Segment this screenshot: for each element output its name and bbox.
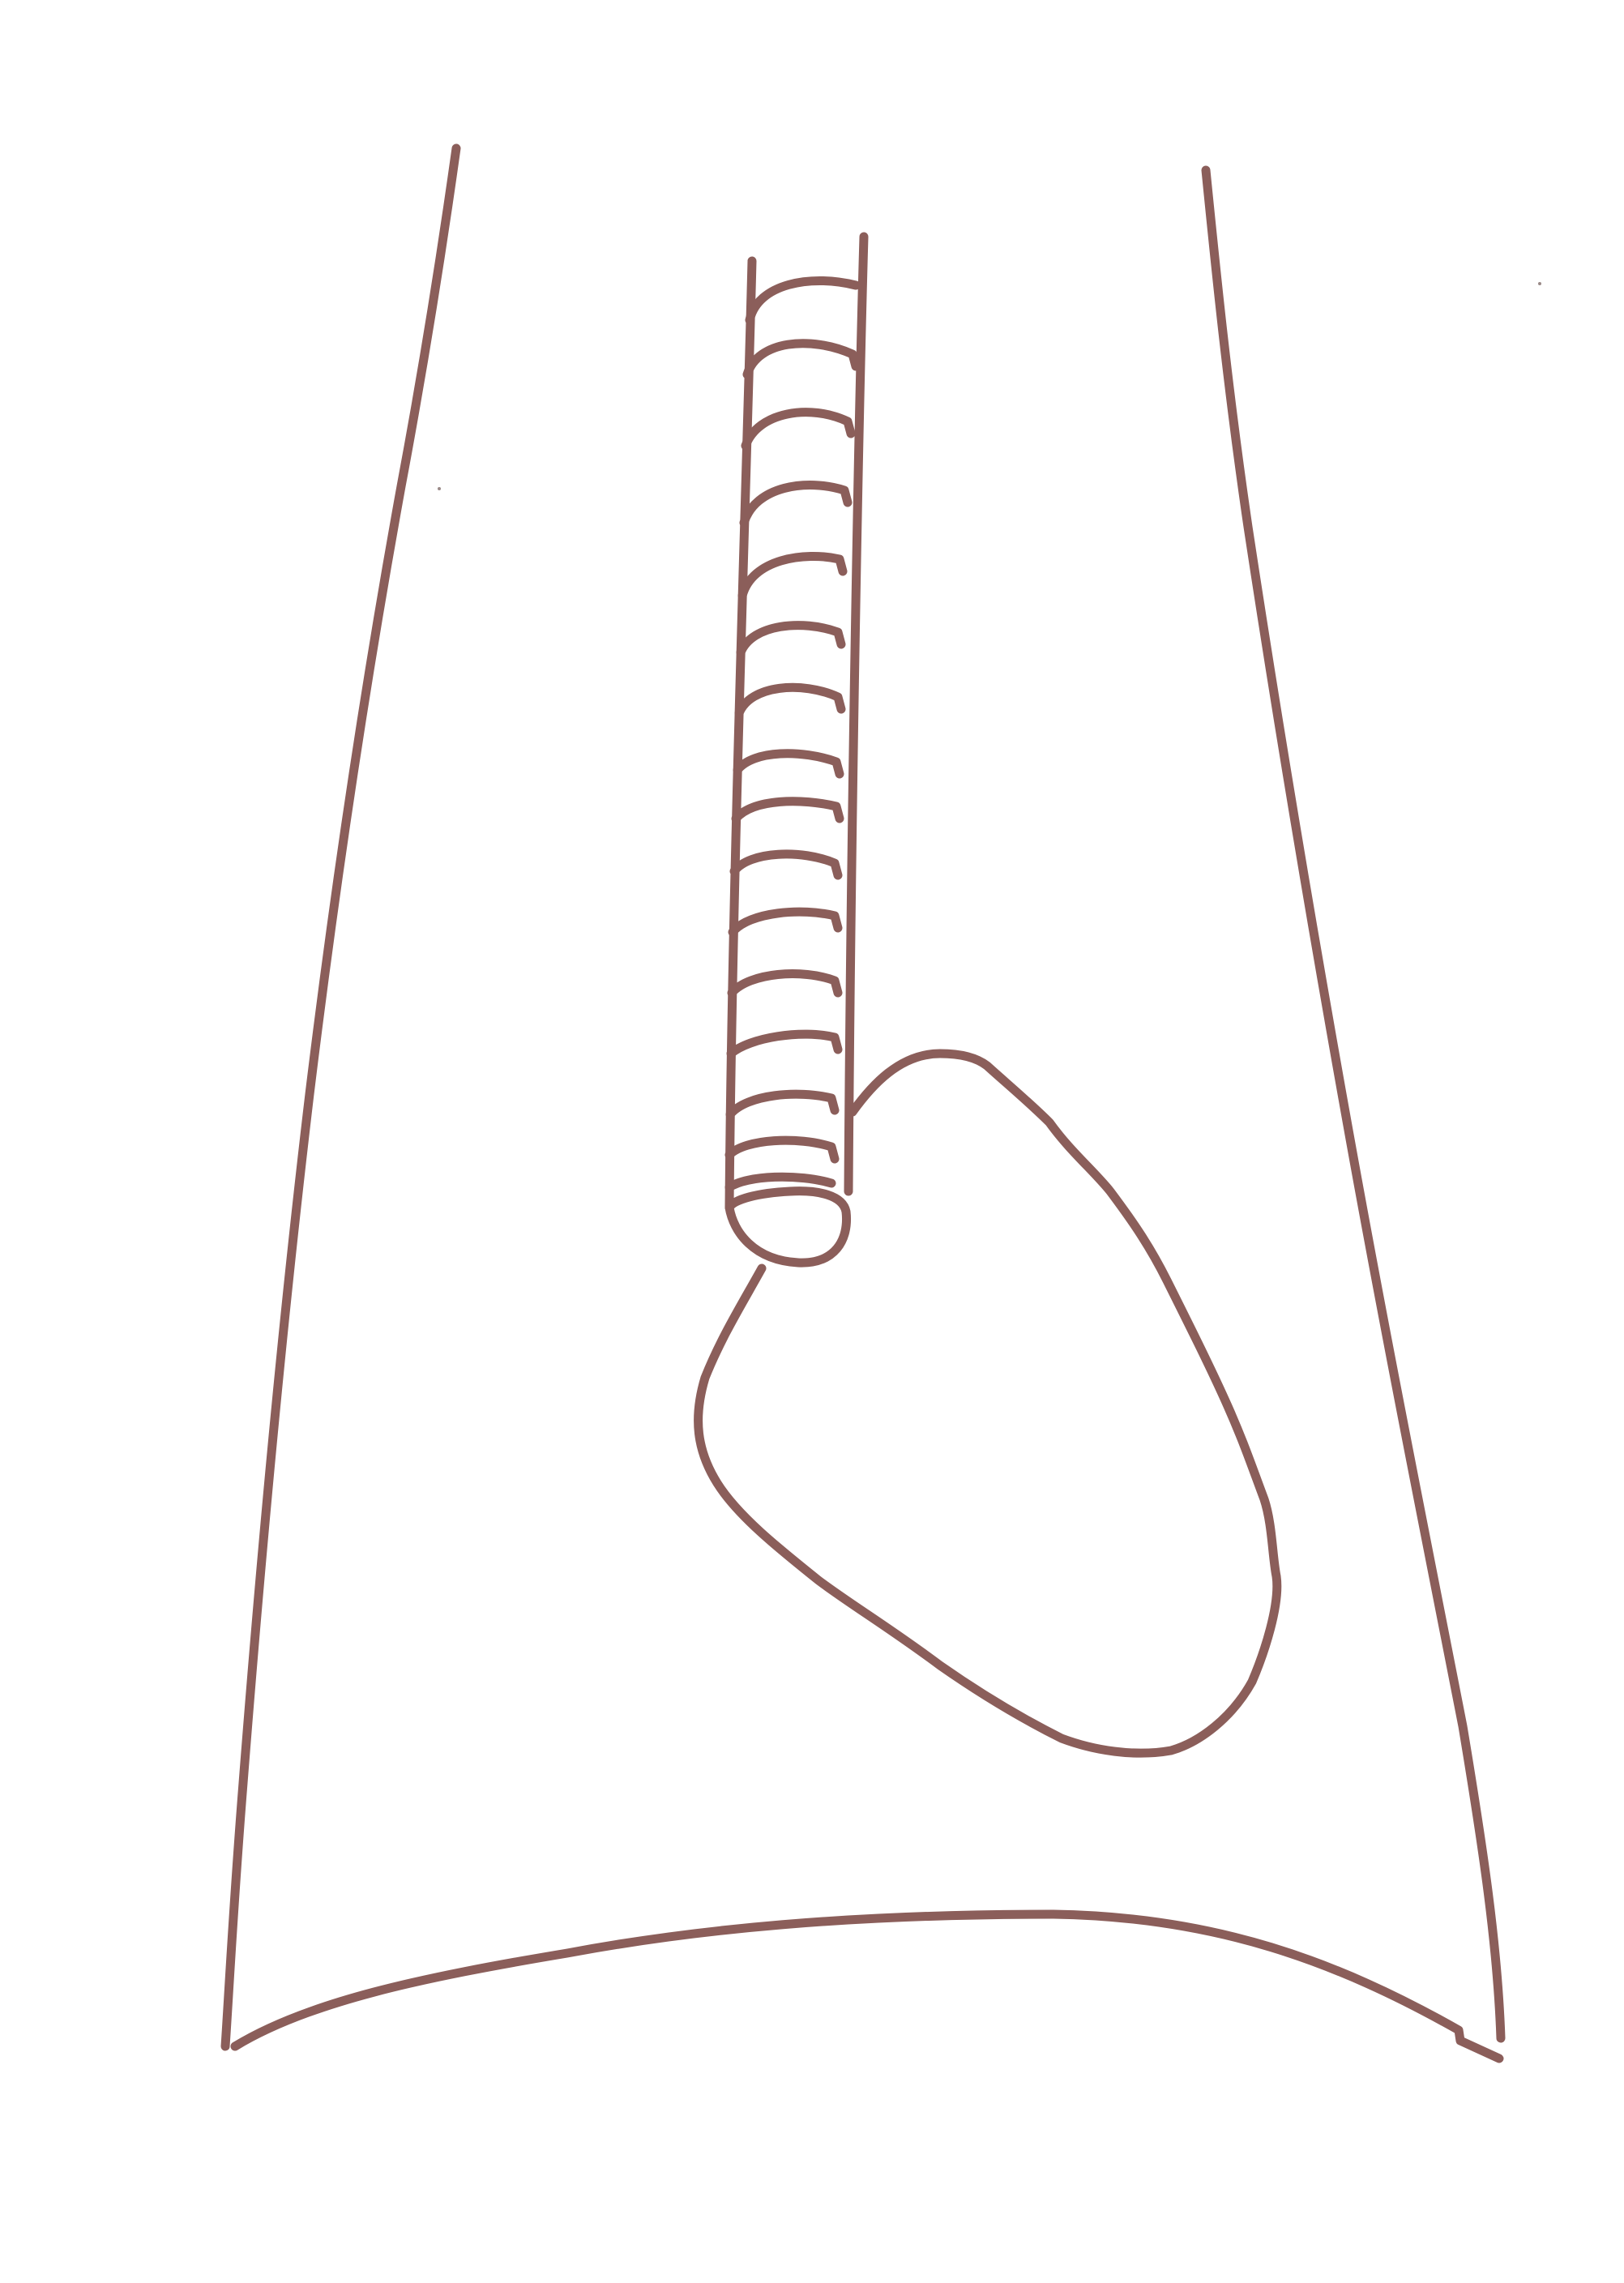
tube-ring [729, 849, 843, 880]
tube-left-wall [724, 256, 757, 1212]
tube-ring [725, 1089, 840, 1119]
tube-ring [742, 339, 861, 379]
paper-speck [1538, 282, 1541, 285]
tube-ring [724, 1172, 836, 1192]
tube-ring [726, 1029, 843, 1058]
tube-ring [739, 481, 853, 528]
left-wall-line [220, 143, 461, 2051]
tube-ring [745, 276, 861, 325]
tube-ring [727, 969, 843, 998]
right-wall-line [1201, 165, 1506, 2043]
tube-ring [728, 907, 843, 937]
tube-rings [724, 276, 861, 1192]
base-curve-line [230, 1909, 1504, 2063]
tube-ring [741, 408, 856, 451]
tube-right-wall [844, 232, 869, 1196]
tube-end-opening [724, 1186, 852, 1268]
tube-ring [737, 551, 848, 601]
tube-ring [736, 621, 846, 657]
sac-outline [694, 1049, 1282, 1758]
tube-ring [733, 749, 844, 779]
paper-speck [438, 487, 441, 490]
tube-ring [731, 797, 844, 823]
tube-ring [734, 682, 846, 718]
tube-ring [724, 1135, 840, 1164]
